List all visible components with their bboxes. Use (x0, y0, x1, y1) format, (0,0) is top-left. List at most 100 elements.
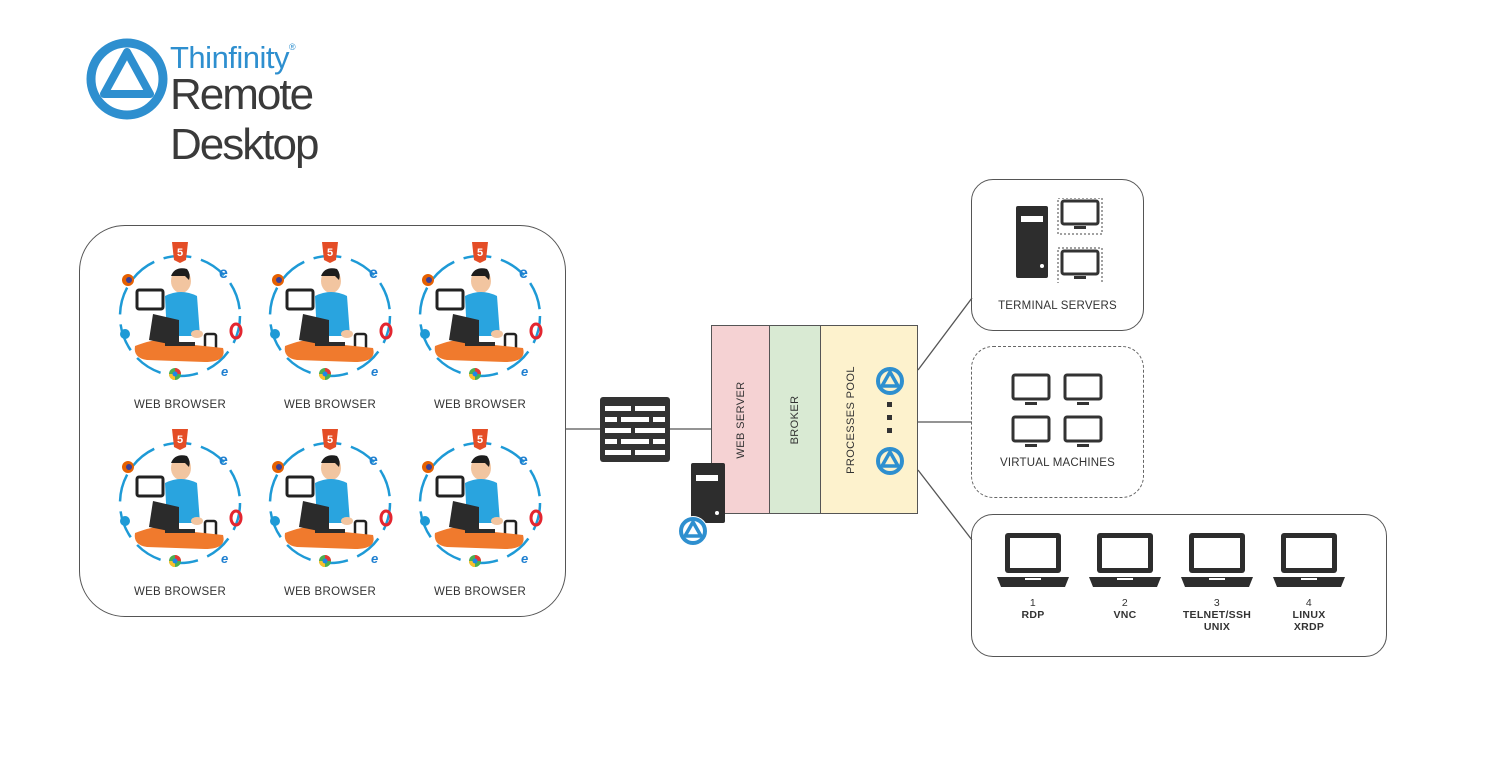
opera-icon (529, 509, 543, 527)
safari-icon (270, 516, 280, 526)
svg-text:e: e (519, 452, 528, 469)
svg-text:5: 5 (327, 247, 333, 259)
logo-brand-top: Thinfinity® (170, 40, 296, 75)
svg-text:e: e (219, 452, 228, 469)
broker-column: BROKER (770, 326, 821, 513)
tablet-icon (135, 475, 165, 498)
web-browser-client: 5 e e WEB BROWSER (105, 423, 255, 598)
user-with-devices-illustration: 5 e e (118, 242, 243, 380)
virtual-machines-box: VIRTUAL MACHINES (971, 346, 1144, 498)
protocol-number: 4 (1305, 597, 1313, 609)
html5-icon: 5 (172, 429, 188, 450)
edge-icon: e (371, 364, 378, 379)
person-illustration (134, 455, 224, 549)
web-browser-label: WEB BROWSER (283, 399, 377, 411)
line-to-protocols (917, 469, 973, 541)
person-illustration (284, 455, 374, 549)
firewall-icon (600, 397, 670, 462)
protocol-name: VNC (1113, 609, 1137, 621)
edge-icon: e (221, 364, 228, 379)
html5-icon: 5 (472, 429, 488, 450)
protocol-number: 3 (1213, 597, 1221, 609)
thinfinity-logo-icon (86, 38, 168, 120)
chrome-icon (169, 368, 181, 380)
svg-text:5: 5 (477, 434, 483, 446)
edge-icon: e (521, 364, 528, 379)
edge-icon: e (521, 551, 528, 566)
html5-icon: 5 (172, 242, 188, 263)
terminal-servers-box: TERMINAL SERVERS (971, 179, 1144, 331)
user-with-devices-illustration: 5 e e (418, 242, 543, 380)
laptop-icon (997, 533, 1069, 587)
laptop-icon (1089, 533, 1161, 587)
processes-pool-label: PROCESSES POOL (845, 365, 857, 474)
thinfinity-logo: Thinfinity® Remote Desktop (86, 36, 446, 169)
web-browser-label: WEB BROWSER (433, 399, 527, 411)
internet-explorer-icon: e (219, 452, 228, 469)
web-server-label: WEB SERVER (734, 380, 747, 459)
chrome-icon (169, 555, 181, 567)
safari-icon (420, 329, 430, 339)
thinfinity-process-icon (876, 447, 904, 475)
user-with-devices-illustration: 5 e e (268, 429, 393, 567)
person-illustration (434, 455, 524, 549)
svg-text:e: e (219, 265, 228, 282)
safari-icon (120, 329, 130, 339)
svg-text:5: 5 (177, 434, 183, 446)
protocol-name: TELNET/SSH (1182, 609, 1252, 621)
html5-icon: 5 (472, 242, 488, 263)
process-ellipsis (887, 402, 893, 433)
svg-text:e: e (519, 265, 528, 282)
laptop-icon (1273, 533, 1345, 587)
tablet-icon (285, 288, 315, 311)
opera-icon (379, 322, 393, 340)
svg-text:e: e (521, 364, 528, 379)
svg-text:e: e (369, 265, 378, 282)
firefox-icon (422, 274, 434, 286)
user-with-devices-illustration: 5 e e (268, 242, 393, 380)
firefox-icon (122, 274, 134, 286)
opera-icon (379, 509, 393, 527)
virtual-machines-icon (1011, 373, 1103, 447)
web-browser-client: 5 e e WEB BROWSER (255, 423, 405, 598)
svg-text:5: 5 (327, 434, 333, 446)
protocol-number: 2 (1121, 597, 1129, 609)
virtual-machines-label: VIRTUAL MACHINES (999, 457, 1116, 469)
terminal-servers-label: TERMINAL SERVERS (998, 300, 1117, 312)
thinfinity-process-icon (876, 367, 904, 395)
server-stack: WEB SERVER BROKER PROCESSES POOL (711, 325, 918, 514)
logo-brand-bottom: Remote Desktop (170, 70, 319, 169)
web-browser-label: WEB BROWSER (133, 399, 227, 411)
edge-icon: e (221, 551, 228, 566)
tablet-icon (435, 475, 465, 498)
internet-explorer-icon: e (519, 452, 528, 469)
processes-pool-column: PROCESSES POOL (821, 326, 917, 513)
chrome-icon (319, 555, 331, 567)
web-browser-label: WEB BROWSER (433, 586, 527, 598)
svg-text:e: e (371, 364, 378, 379)
safari-icon (420, 516, 430, 526)
internet-explorer-icon: e (369, 452, 378, 469)
html5-icon: 5 (322, 429, 338, 450)
terminal-server-icon (1016, 198, 1103, 283)
svg-text:e: e (521, 551, 528, 566)
broker-label: BROKER (789, 395, 801, 444)
protocol-name: RDP (1021, 609, 1045, 621)
chrome-icon (469, 368, 481, 380)
protocol-name: XRDP (1293, 621, 1325, 633)
person-illustration (434, 268, 524, 362)
svg-text:e: e (221, 364, 228, 379)
safari-icon (270, 329, 280, 339)
opera-icon (229, 322, 243, 340)
internet-explorer-icon: e (369, 265, 378, 282)
chrome-icon (469, 555, 481, 567)
svg-text:e: e (371, 551, 378, 566)
firefox-icon (122, 461, 134, 473)
laptop-icon (1181, 533, 1253, 587)
internet-explorer-icon: e (219, 265, 228, 282)
safari-icon (120, 516, 130, 526)
web-browser-client: 5 e e WEB BROWSER (105, 236, 255, 411)
